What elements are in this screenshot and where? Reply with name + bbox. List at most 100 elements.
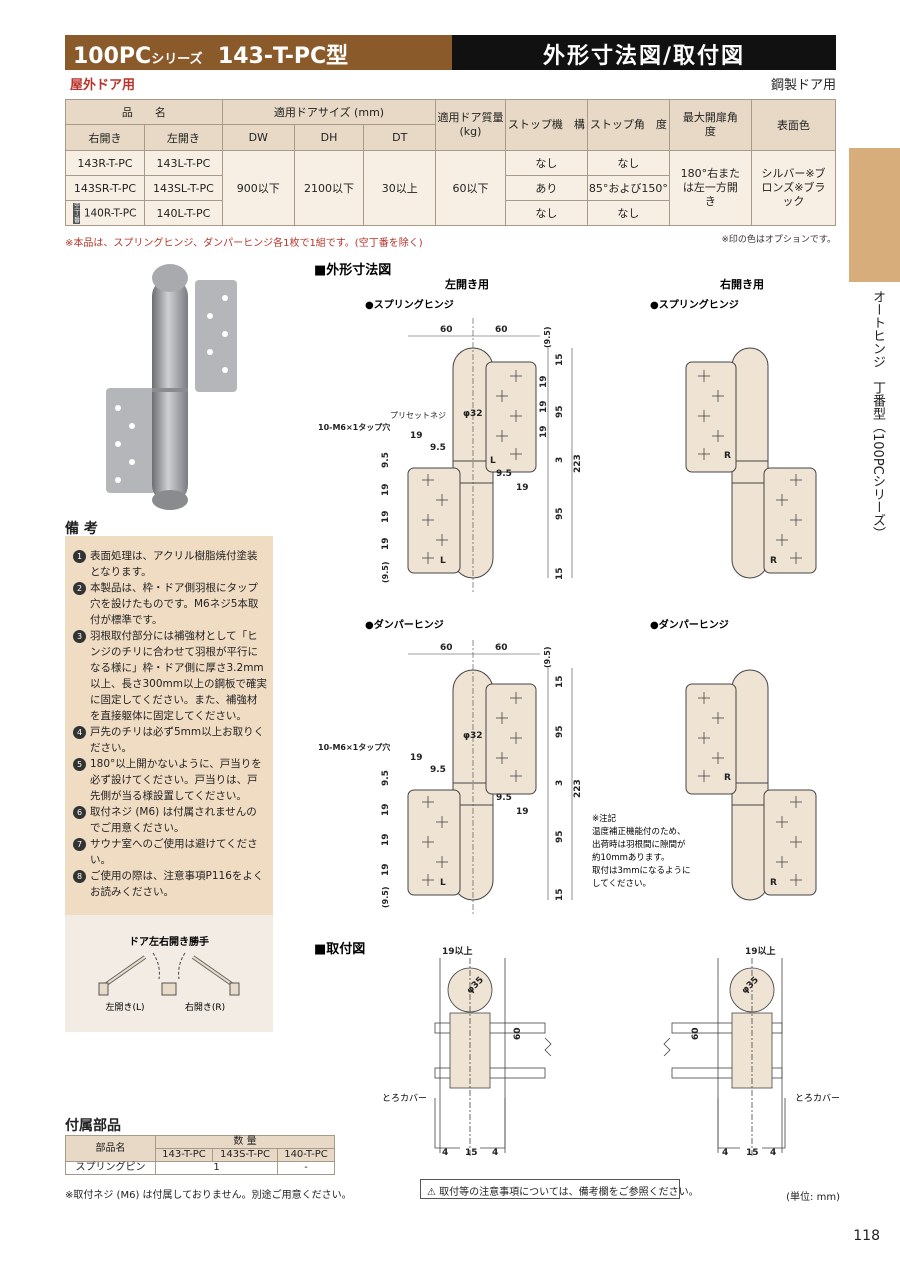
th-dt: DT [363,124,437,151]
cell-right-1: 143SR-T-PC [65,175,145,201]
right-open-label: 右開き(R) [185,1001,225,1013]
dim-3: 3 [555,780,565,786]
dim-4: 4 [722,1148,728,1158]
warning-icon: ⚠ [427,1187,436,1198]
door-diagram-title: ドア左右開き勝手 [129,935,209,948]
outline-title: ■外形寸法図 [314,262,391,278]
acc-row-name: スプリングピン [65,1161,156,1175]
dim-223: 223 [573,779,583,798]
dim-9-5: 9.5 [496,469,512,479]
cell-right-2: 140R-T-PC [83,207,137,219]
tap-hole-label: 10-M6×1タップ穴 [318,742,390,752]
spring-hinge-left-drawing [407,317,537,594]
dim-19: 19 [410,431,423,441]
remark-number: 5 [73,758,86,771]
acc-th-col: 143-T-PC [155,1148,213,1162]
acc-th-col: 143S-T-PC [211,1148,279,1162]
th-right: 右開き [65,124,145,151]
dim-15: 15 [555,567,565,580]
acc-row-qty: - [277,1161,335,1175]
option-note: ※印の色はオプションです。 [721,235,836,245]
damper-note-line: 取付は3mmになるように [592,865,690,876]
dim-19-up: 19以上 [745,945,776,957]
cell-angle-0: なし [586,150,670,176]
cell-stop-0: なし [504,150,588,176]
damper-note-line: してください。 [592,879,651,889]
acc-row-qty: 1 [154,1161,279,1175]
spec-table: 品 名 適用ドアサイズ (mm) 適用ドア質量(kg) ストップ機 構 ストップ… [65,99,837,226]
dim-9-5-paren: (9.5) [381,562,390,583]
mount-drawing-right [663,958,786,1158]
th-stop-mech: ストップ機 構 [504,99,588,151]
spring-right-heading: ●スプリングヒンジ [650,298,739,311]
cell-stop-2: なし [504,200,588,226]
letter-R: R [724,451,731,461]
cell-angle-2: なし [586,200,670,226]
phi32-label: φ32 [463,409,483,419]
dim-60: 60 [513,1027,523,1040]
dim-60: 60 [495,643,508,653]
dim-9-5: 9.5 [381,770,391,786]
letter-L: L [440,878,446,888]
series-suffix: シリーズ [151,52,203,67]
th-dh: DH [293,124,365,151]
th-finish: 表面色 [750,99,837,151]
remark-number: 7 [73,838,86,851]
dim-19: 19 [381,537,391,550]
damper-note-line: ※注記 [592,813,617,824]
header-series-bar: 100PCシリーズ 143-T-PC型 [65,35,452,70]
remark-number: 4 [73,726,86,739]
cell-dh: 2100以下 [293,150,365,226]
door-direction-diagram: ドア左右開き勝手 左開き(L) 右開き(R) [98,935,240,1013]
dim-15: 15 [465,1148,478,1158]
dim-15: 15 [555,888,565,901]
accessories-title: 付属部品 [65,1118,121,1134]
dim-19: 19 [539,425,549,438]
th-name: 品 名 [65,99,223,125]
cell-stop-1: あり [504,175,588,201]
spring-left-heading: ●スプリングヒンジ [365,298,454,311]
th-weight: 適用ドア質量(kg) [435,99,506,151]
th-stop-angle: ストップ角 度 [586,99,670,151]
dim-95: 95 [555,507,565,520]
door-direction-box: ドア左右開き勝手 左開き(L) 右開き(R) [65,915,273,1032]
dim-9-5: 9.5 [381,452,391,468]
spring-hinge-right-drawing [685,347,817,579]
dim-9-5-paren: (9.5) [381,887,390,908]
dim-60: 60 [440,643,453,653]
dim-4: 4 [770,1148,776,1158]
cell-dw: 900以下 [221,150,295,226]
dim-9-5-paren: (9.5) [543,327,552,348]
dim-4: 4 [442,1148,448,1158]
right-open-heading: 右開き用 [719,277,764,291]
dim-223: 223 [573,454,583,473]
letter-L: L [490,456,496,466]
cell-left-2: 140L-T-PC [143,200,223,226]
preset-screw-label: プリセットネジ [390,411,446,420]
dim-19: 19 [539,400,549,413]
section-title: 外形寸法図/取付図 [452,35,836,70]
model-name: 143-T-PC型 [217,44,349,69]
dim-95: 95 [555,830,565,843]
toro-cover-label: とろカバー [382,1093,427,1104]
dim-9-5-paren: (9.5) [543,647,552,668]
side-tab [849,148,900,282]
cell-left-0: 143L-T-PC [143,150,223,176]
dim-60: 60 [440,325,453,335]
letter-R: R [724,773,731,783]
spec-note: ※本品は、スプリングヒンジ、ダンパーヒンジ各1枚で1組です。(空丁番を除く) [65,238,423,249]
dim-19: 19 [381,803,391,816]
dim-19: 19 [516,483,529,493]
damper-hinge-left-drawing [407,639,537,916]
damper-note-line: 約10mmあります。 [592,852,670,863]
caution-text: 取付等の注意事項については、備考欄をご参照ください。 [439,1187,699,1198]
unit-label: (単位: mm) [786,1192,840,1203]
